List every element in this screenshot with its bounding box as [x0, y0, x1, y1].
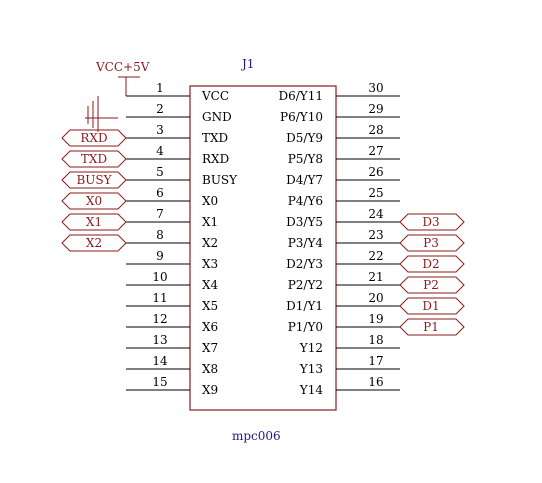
pin-number: 18	[368, 333, 383, 347]
pin-name: D6/Y11	[279, 89, 324, 103]
pin-name: X6	[202, 320, 218, 334]
pin-name: X4	[202, 278, 219, 292]
pin-number: 7	[156, 207, 164, 221]
net-port-shape	[61, 171, 127, 189]
net-port-label: X1	[86, 215, 102, 229]
pin-number: 15	[152, 375, 167, 389]
pin-name: X7	[202, 341, 218, 355]
pin-name: X3	[202, 257, 218, 271]
net-port-label: D1	[422, 299, 439, 313]
pin-name: D1/Y1	[286, 299, 323, 313]
component-ref: J1	[240, 57, 254, 71]
pin-name: P5/Y8	[288, 152, 323, 166]
pin-name: Y14	[299, 383, 324, 397]
component-part-name: mpc006	[232, 429, 281, 443]
pin-number: 17	[368, 354, 383, 368]
pin-number: 11	[152, 291, 167, 305]
net-port-label: RXD	[80, 131, 107, 145]
pin-number: 20	[368, 291, 383, 305]
ic-body	[189, 85, 337, 411]
pin-number: 9	[156, 249, 164, 263]
pin-number: 1	[156, 81, 164, 95]
net-port-label: X0	[86, 194, 102, 208]
net-port-label: X2	[86, 236, 102, 250]
pin-name: P6/Y10	[280, 110, 323, 124]
pin-name: TXD	[202, 131, 228, 145]
pin-name: Y12	[299, 341, 323, 355]
pin-number: 14	[152, 354, 168, 368]
pin-name: Y13	[299, 362, 323, 376]
pin-number: 28	[368, 123, 383, 137]
pin-number: 5	[156, 165, 164, 179]
net-port-shape	[399, 276, 465, 294]
pin-number: 16	[368, 375, 383, 389]
pin-number: 2	[156, 102, 164, 116]
net-port-shape	[61, 192, 127, 210]
net-port-label: P3	[423, 236, 439, 250]
pin-number: 26	[368, 165, 383, 179]
pin-number: 13	[152, 333, 167, 347]
net-port-label: P1	[423, 320, 439, 334]
net-port-shape	[61, 150, 127, 168]
pin-number: 30	[368, 81, 383, 95]
pin-name: BUSY	[202, 173, 238, 187]
pin-name: X5	[202, 299, 218, 313]
net-port-label: D3	[422, 215, 439, 229]
pin-number: 23	[368, 228, 383, 242]
pin-number: 12	[152, 312, 167, 326]
pin-number: 3	[156, 123, 164, 137]
pin-number: 29	[368, 102, 383, 116]
pin-number: 24	[368, 207, 384, 221]
pin-name: X8	[202, 362, 218, 376]
pin-name: RXD	[202, 152, 229, 166]
pin-name: D5/Y9	[286, 131, 323, 145]
pin-name: X0	[202, 194, 218, 208]
pin-name: X9	[202, 383, 218, 397]
pin-number: 21	[368, 270, 383, 284]
pin-name: P1/Y0	[288, 320, 323, 334]
net-port-label: P2	[423, 278, 439, 292]
pin-number: 10	[152, 270, 167, 284]
pin-number: 6	[156, 186, 164, 200]
pin-number: 25	[368, 186, 383, 200]
pin-number: 22	[368, 249, 383, 263]
pin-name: P2/Y2	[288, 278, 323, 292]
pin-name: GND	[202, 110, 232, 124]
net-port-label: BUSY	[76, 173, 112, 187]
pin-name: D2/Y3	[286, 257, 323, 271]
net-port-label: TXD	[81, 152, 107, 166]
net-port-shape	[61, 129, 127, 147]
power-label: VCC+5V	[95, 60, 150, 74]
net-port-shape	[399, 297, 465, 315]
pin-number: 19	[368, 312, 383, 326]
pin-number: 8	[156, 228, 164, 242]
pin-name: VCC	[201, 89, 229, 103]
pin-name: X2	[202, 236, 218, 250]
net-port-label: D2	[422, 257, 439, 271]
pin-name: P3/Y4	[288, 236, 324, 250]
net-port-shape	[61, 234, 127, 252]
pin-number: 4	[156, 144, 164, 158]
net-port-shape	[399, 234, 465, 252]
net-port-shape	[399, 318, 465, 336]
pin-name: D4/Y7	[286, 173, 323, 187]
pin-name: D3/Y5	[286, 215, 323, 229]
pin-number: 27	[368, 144, 383, 158]
pin-name: P4/Y6	[288, 194, 323, 208]
net-port-shape	[61, 213, 127, 231]
pin-name: X1	[202, 215, 218, 229]
net-port-shape	[399, 255, 465, 273]
net-port-shape	[399, 213, 465, 231]
